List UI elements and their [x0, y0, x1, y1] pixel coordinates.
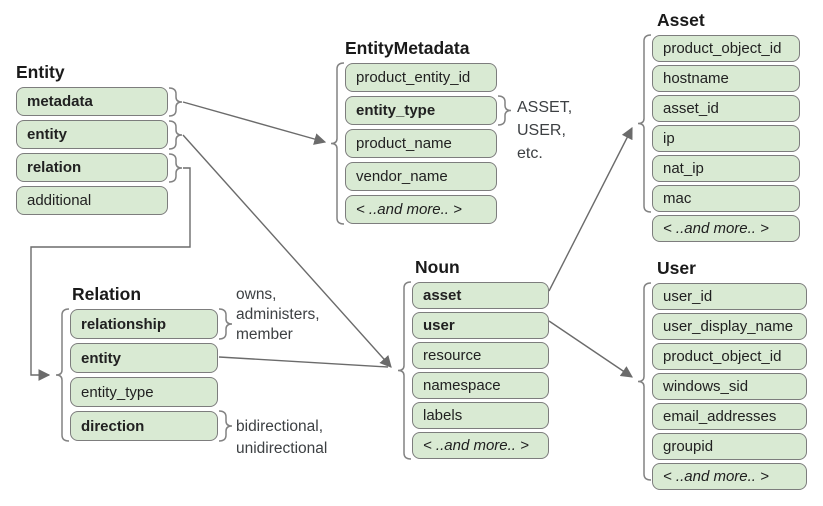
entity-field-metadata: metadata [16, 87, 168, 116]
relation-left-brace [55, 308, 70, 442]
user-field-and-more: < ..and more.. > [652, 463, 807, 490]
line-relation-entity-to-noun [218, 356, 389, 368]
user-field-product-object-id: product_object_id [652, 343, 807, 370]
entitymetadata-field-product-name: product_name [345, 129, 497, 158]
entity-type-values-brace [497, 95, 512, 126]
asset-field-hostname: hostname [652, 65, 800, 92]
user-left-brace [637, 282, 652, 481]
asset-field-nat-ip: nat_ip [652, 155, 800, 182]
entity-field-entity: entity [16, 120, 168, 149]
relation-title: Relation [72, 284, 142, 304]
user-table: User user_id user_display_name product_o… [652, 256, 807, 490]
user-title: User [657, 258, 696, 278]
relation-field-direction: direction [70, 411, 218, 441]
entity-entity-brace [168, 120, 183, 150]
relationship-values-annotation: owns, administers, member [236, 286, 320, 343]
entity-type-values-annotation: ASSET, USER, etc. [517, 99, 573, 162]
entity-field-additional: additional [16, 186, 168, 215]
noun-field-labels: labels [412, 402, 549, 429]
user-field-windows-sid: windows_sid [652, 373, 807, 400]
relationship-values-brace [218, 308, 233, 340]
asset-table: Asset product_object_id hostname asset_i… [652, 8, 800, 242]
entity-metadata-brace [168, 87, 183, 117]
asset-field-asset-id: asset_id [652, 95, 800, 122]
arrow-noun-user-to-user [548, 320, 633, 378]
relation-field-entity-type: entity_type [70, 377, 218, 407]
relation-table: Relation relationship entity entity_type… [70, 282, 218, 441]
entitymetadata-field-vendor-name: vendor_name [345, 162, 497, 191]
noun-field-user: user [412, 312, 549, 339]
noun-field-asset: asset [412, 282, 549, 309]
entitymetadata-field-product-entity-id: product_entity_id [345, 63, 497, 92]
entity-title: Entity [16, 62, 65, 82]
asset-left-brace [637, 34, 652, 213]
asset-field-and-more: < ..and more.. > [652, 215, 800, 242]
direction-values-brace [218, 410, 233, 442]
asset-title: Asset [657, 10, 705, 30]
noun-field-and-more: < ..and more.. > [412, 432, 549, 459]
asset-field-ip: ip [652, 125, 800, 152]
noun-field-namespace: namespace [412, 372, 549, 399]
entitymetadata-field-and-more: < ..and more.. > [345, 195, 497, 224]
noun-table: Noun asset user resource namespace label… [412, 255, 549, 459]
direction-values-annotation: bidirectional, unidirectional [236, 418, 328, 457]
entity-relation-brace [168, 153, 183, 183]
relation-field-entity: entity [70, 343, 218, 373]
noun-field-resource: resource [412, 342, 549, 369]
entitymetadata-left-brace [330, 62, 345, 225]
noun-left-brace [397, 281, 412, 460]
user-field-groupid: groupid [652, 433, 807, 460]
asset-field-product-object-id: product_object_id [652, 35, 800, 62]
asset-field-mac: mac [652, 185, 800, 212]
arrow-entity-metadata-to-entitymetadata [182, 101, 327, 145]
entitymetadata-table: EntityMetadata product_entity_id entity_… [345, 36, 497, 224]
noun-title: Noun [415, 257, 460, 277]
entitymetadata-field-entity-type: entity_type [345, 96, 497, 125]
user-field-user-display-name: user_display_name [652, 313, 807, 340]
entitymetadata-title: EntityMetadata [345, 38, 470, 58]
entity-field-relation: relation [16, 153, 168, 182]
relation-field-relationship: relationship [70, 309, 218, 339]
user-field-user-id: user_id [652, 283, 807, 310]
entity-table: Entity metadata entity relation addition… [16, 60, 168, 215]
user-field-email-addresses: email_addresses [652, 403, 807, 430]
